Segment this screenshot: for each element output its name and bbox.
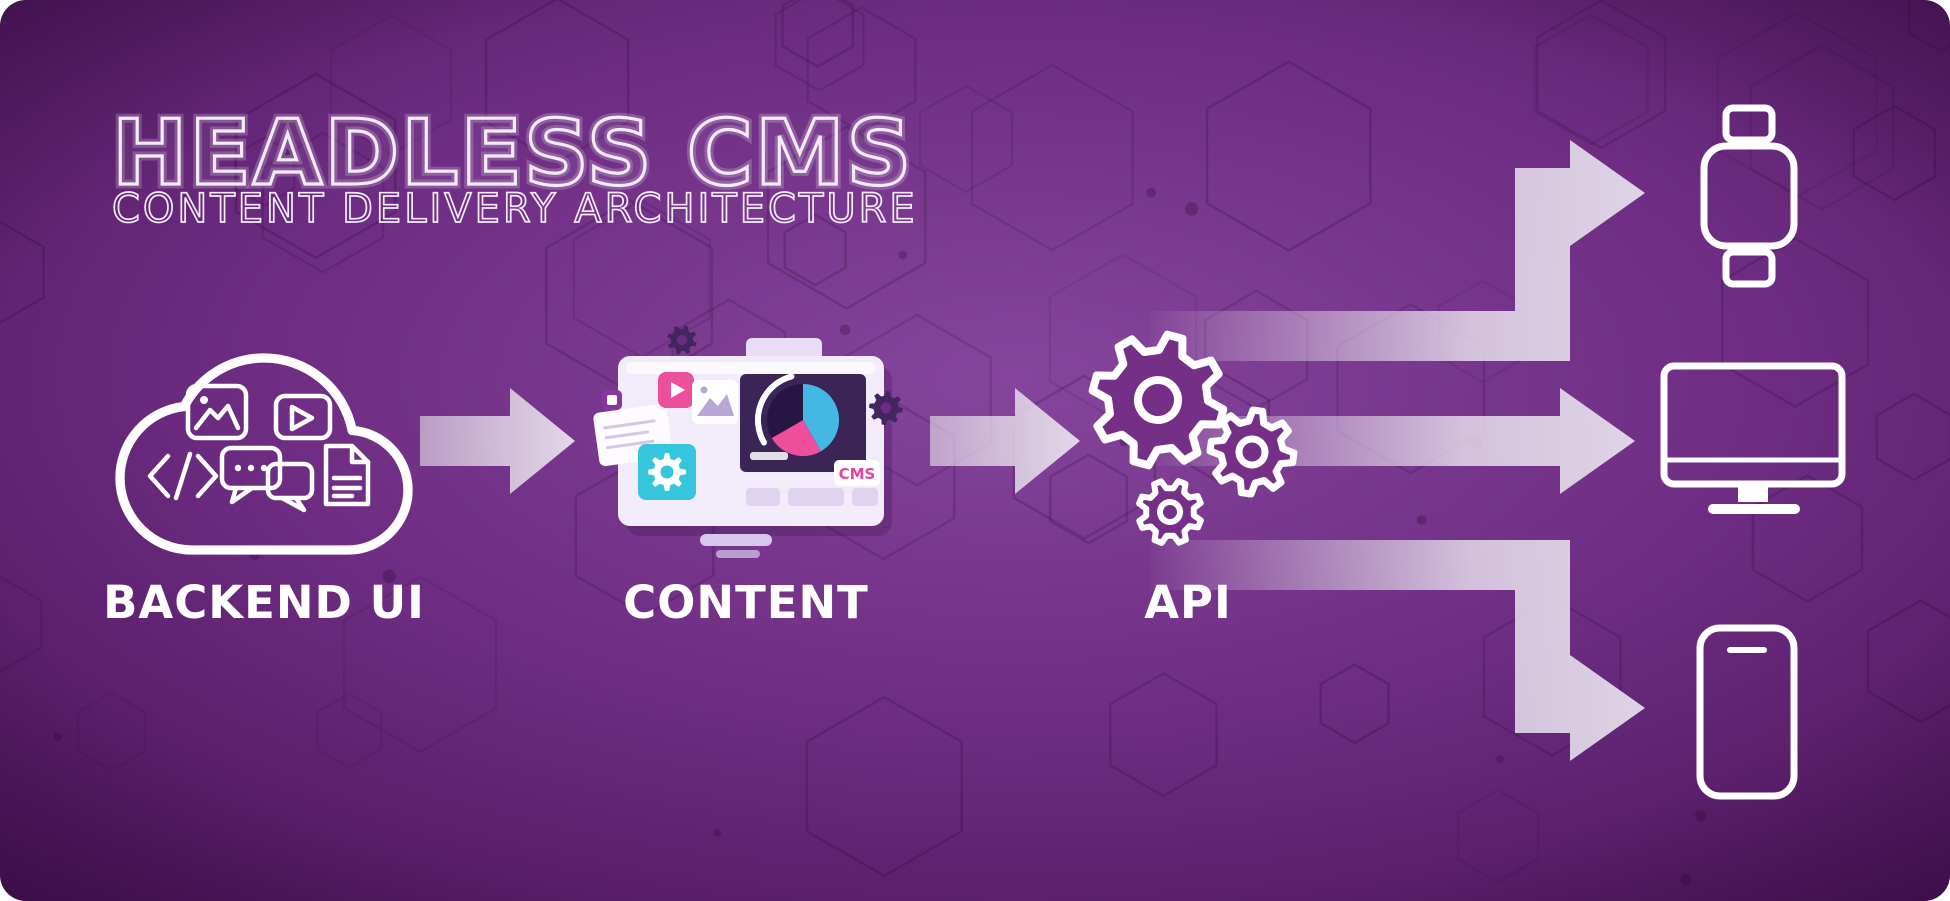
- image-icon: [185, 383, 249, 441]
- cms-editor-illustration: CMS: [593, 325, 904, 558]
- document-icon: [323, 443, 371, 507]
- label-backend-ui: BACKEND UI: [103, 576, 425, 629]
- panel-caption-bar: [750, 452, 788, 460]
- decor-gear-right-icon: [868, 390, 904, 426]
- cms-badge-label: CMS: [839, 465, 876, 483]
- header: HEADLESS CMS HEADLESS CMS CONTENT DELIVE…: [108, 97, 918, 233]
- arrow-api-to-desktop: [1150, 388, 1635, 494]
- arrow-api-to-mobile: [1150, 540, 1645, 761]
- label-content: CONTENT: [623, 576, 869, 629]
- footer-tile: [788, 488, 844, 506]
- page-title-halo: HEADLESS CMS: [112, 101, 913, 206]
- gear-small-icon: [1136, 478, 1204, 546]
- label-api: API: [1144, 576, 1232, 629]
- arrow-api-to-wearable: [1150, 140, 1645, 361]
- gear-medium-icon: [1206, 406, 1298, 498]
- decor-gear-top-icon: [667, 325, 697, 355]
- footer-tile: [852, 488, 878, 506]
- gears-icon: [1088, 330, 1298, 546]
- page-subtitle: CONTENT DELIVERY ARCHITECTURE: [112, 186, 918, 232]
- smartphone-icon: [1696, 624, 1798, 800]
- page-title: HEADLESS CMS: [112, 101, 913, 206]
- gear-tile: [638, 444, 696, 500]
- flow-arrows: [420, 140, 1645, 761]
- chat-icon: [219, 445, 315, 513]
- stage-labels: BACKEND UI CONTENT API: [103, 576, 1232, 629]
- video-icon: [273, 393, 333, 441]
- arrow-backend-to-content: [420, 388, 575, 494]
- pie-chart: [754, 373, 840, 457]
- desktop-monitor-icon: [1660, 362, 1846, 514]
- window-topbar: [626, 362, 876, 374]
- window-base-bar-2: [716, 550, 760, 558]
- photo-tile: [692, 380, 738, 424]
- mini-chip-icon: [602, 390, 622, 410]
- window-tab: [746, 338, 822, 360]
- play-tile: [658, 372, 694, 408]
- gear-large-icon: [1088, 330, 1228, 470]
- cloud-outline: [115, 353, 413, 555]
- code-icon: [147, 451, 219, 501]
- cloud-backend-icon: [115, 353, 413, 555]
- arrow-content-to-api: [930, 388, 1080, 494]
- target-devices: [1660, 104, 1846, 800]
- window-base-bar: [700, 534, 772, 546]
- footer-tile: [746, 488, 780, 506]
- smartwatch-icon: [1700, 104, 1798, 288]
- cms-badge: CMS: [834, 460, 880, 486]
